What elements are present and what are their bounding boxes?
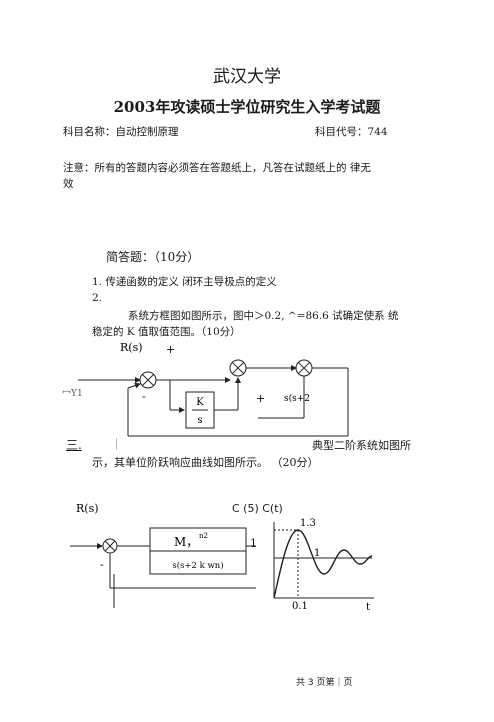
summing-junction-4 [102,538,118,554]
question-2-number: 2. [92,292,103,304]
question-2-line-2: 稳定的 K 值取值范围。（10分） [92,326,241,338]
exam-title: 2003年攻读硕士学位研究生入学考试题 [113,98,381,116]
notice-line-1: 注意：所有的答题内容必须答在答题纸上，凡答在试题纸上的 律无 [63,162,371,174]
output-label: C (5) C(t) [232,502,283,515]
plant-numerator-superscript: n2 [199,532,208,540]
final-value-label: 1 [314,548,320,559]
section-3-line-1: 典型二阶系统如图所 [312,439,411,452]
divider-mark [116,438,117,450]
input-scrawl: 冖Y1 [62,389,83,399]
minus-sign-left: - [142,390,146,403]
summing-junction-3 [295,359,313,377]
section-1-heading: 简答题：（10分） [106,250,200,264]
peak-time-label: 0.1 [292,601,308,612]
response-curve [273,529,373,599]
notice-line-2: 效 [63,178,74,190]
plant-label: s(s+2 [284,393,310,404]
summing-junction-1 [139,371,157,389]
plus-sign-right: + [256,392,265,405]
input-label-2: R(s) [76,502,99,515]
unity-label: 1 [250,537,257,550]
block-k-numerator: K [196,397,204,408]
question-1: 1. 传递函数的定义 闭环主导极点的定义 [92,276,277,288]
minus-sign-2: - [100,558,104,571]
block-diagram-2: R(s) - M， n2 s(s+2 k wn) [70,502,256,608]
section-3-line-2: 示，其单位阶跃响应曲线如图所示。 （20分） [92,456,319,469]
step-response-plot: 1.3 1 0.1 t [273,518,374,612]
plant-numerator: M， [174,535,198,549]
section-3-number: 三. [66,438,82,452]
x-axis-label: t [366,602,370,612]
block-diagram-1: K s R(s) 冖Y1 + - s(s+2 + [62,341,349,437]
block-k-denominator: s [197,415,202,426]
subject-name: 科目名称：自动控制原理 [63,126,179,138]
university-name: 武汉大学 [213,67,281,87]
subject-code: 科目代号：744 [315,126,388,138]
plus-sign-top: + [166,343,175,356]
summing-junction-2 [229,359,247,377]
input-label: R(s) [120,341,143,354]
peak-value-label: 1.3 [300,518,316,529]
page-footer: 共 3 页第｜页 [296,678,353,688]
question-2-line-1: 系统方框图如图所示，图中＞0.2, ^=86.6 试确定使系 统 [128,310,399,322]
plant-denominator: s(s+2 k wn) [172,560,223,571]
